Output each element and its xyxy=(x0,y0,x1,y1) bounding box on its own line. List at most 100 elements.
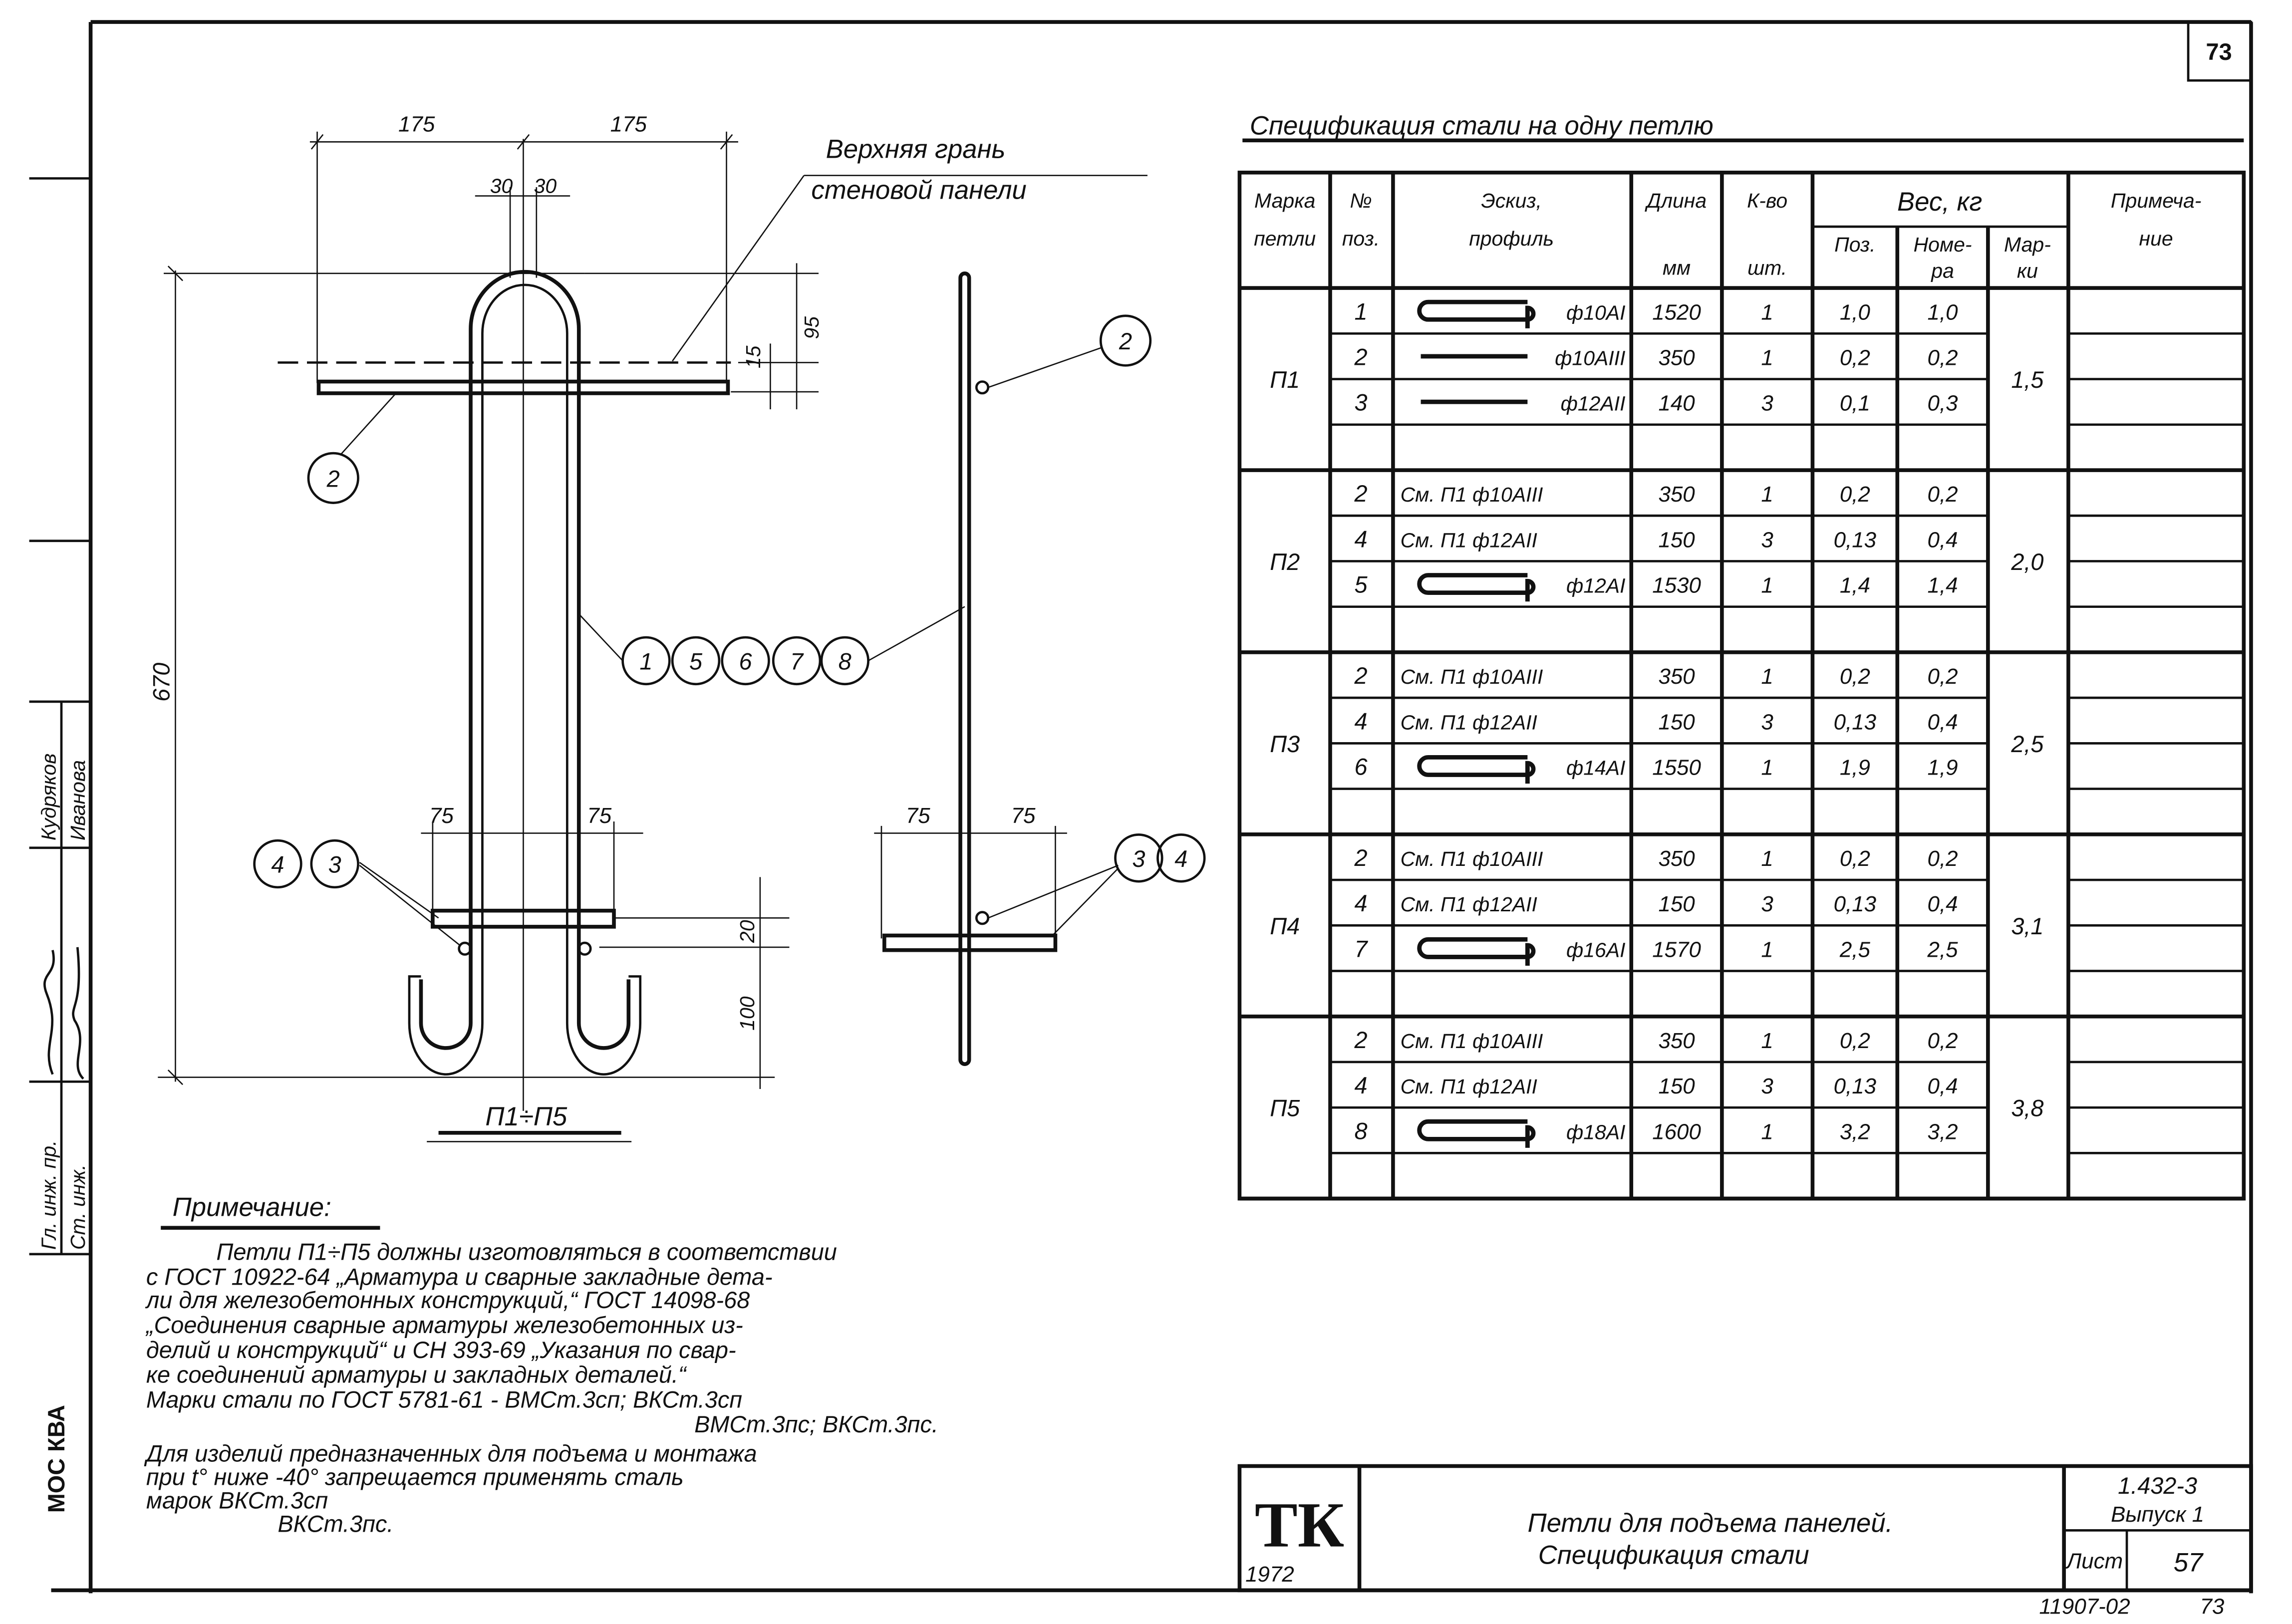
callout-loop-6: 6 xyxy=(721,636,770,686)
svg-text:5: 5 xyxy=(689,648,703,674)
weight-position: 0,13 xyxy=(1834,1074,1877,1098)
bar-length: 150 xyxy=(1658,1074,1695,1098)
stamp-name-1: Кудряков xyxy=(37,753,60,840)
note-line: ли для железобетонных конструкций,“ ГОСТ… xyxy=(145,1287,750,1313)
weight-position: 0,13 xyxy=(1834,710,1877,734)
drawing-labels: Верхняя грань стеновой панели 175 175 30… xyxy=(149,112,1036,1131)
logo-year: 1972 xyxy=(1245,1562,1294,1587)
note-line: с ГОСТ 10922-64 „Арматура и сварные закл… xyxy=(146,1264,773,1290)
mark-weight-total: 3,1 xyxy=(2011,913,2043,939)
position-callouts: 2 2 1 5 6 7 8 4 3 3 4 xyxy=(253,314,1206,889)
weight-item: 3,2 xyxy=(1928,1119,1958,1144)
header-note: ние xyxy=(2139,227,2173,250)
loop-mark: П5 xyxy=(1270,1095,1300,1121)
table-border xyxy=(1237,170,2246,1201)
bar-length: 350 xyxy=(1658,664,1695,689)
bar-quantity: 1 xyxy=(1761,846,1773,871)
header-pos: № xyxy=(1350,189,1372,212)
mark-weight-total: 2,5 xyxy=(2010,731,2044,757)
bottom-code: 11907-02 xyxy=(2039,1594,2130,1619)
sketch-reference: См. П1 ф12АII xyxy=(1401,893,1537,916)
bar-length: 350 xyxy=(1658,1029,1695,1053)
note-line: ке соединений арматуры и закладных детал… xyxy=(146,1362,687,1388)
weight-position: 3,2 xyxy=(1840,1119,1870,1144)
header-w_mark: ки xyxy=(2017,260,2038,282)
bar-quantity: 1 xyxy=(1761,937,1773,962)
bar-length: 350 xyxy=(1658,846,1695,871)
bar-length: 150 xyxy=(1658,710,1695,734)
header-weight: Вес, кг xyxy=(1897,187,1982,217)
note-line: при t° ниже -40° запрещается применять с… xyxy=(146,1464,684,1490)
loop-mark: П3 xyxy=(1270,731,1300,757)
header-length: Длина xyxy=(1645,189,1707,212)
weight-position: 0,13 xyxy=(1834,528,1877,552)
sheet-label: Лист xyxy=(2065,1549,2123,1574)
notes-section: Примечание: Петли П1÷П5 должны изготовля… xyxy=(144,1193,938,1537)
signature-1 xyxy=(43,950,55,1075)
dim-height: 670 xyxy=(149,663,175,702)
position-number: 4 xyxy=(1354,890,1367,916)
position-number: 2 xyxy=(1354,845,1367,871)
position-number: 4 xyxy=(1354,526,1367,552)
hook-sketch-icon xyxy=(1417,1119,1536,1148)
header-note: Примеча- xyxy=(2111,189,2202,212)
position-number: 4 xyxy=(1354,1073,1367,1098)
bar-profile: ф18АI xyxy=(1566,1120,1626,1143)
weight-position: 0,13 xyxy=(1834,892,1877,916)
position-number: 1 xyxy=(1354,298,1367,324)
sketch-reference: См. П1 ф10АIII xyxy=(1401,483,1543,506)
note-line: „Соединения сварные арматуры железобетон… xyxy=(145,1312,743,1338)
bar-quantity: 1 xyxy=(1761,300,1773,324)
weight-item: 0,4 xyxy=(1928,892,1958,916)
weight-item: 0,2 xyxy=(1928,1029,1958,1053)
header-length: мм xyxy=(1663,257,1691,279)
svg-text:4: 4 xyxy=(1174,846,1187,872)
dim-low-left: 75 xyxy=(429,804,454,828)
header-qty: шт. xyxy=(1747,257,1787,279)
note-line: Для изделий предназначенных для подъема … xyxy=(144,1441,757,1467)
callout-lower-right-3: 3 xyxy=(1114,833,1163,883)
panel-note-line1: Верхняя грань xyxy=(826,134,1006,164)
weight-position: 1,4 xyxy=(1840,573,1870,598)
callout-lower-left-3: 3 xyxy=(310,839,359,889)
loop-front-view xyxy=(158,131,1147,1142)
panel-note-line2: стеновой панели xyxy=(811,175,1026,205)
loop-mark: П4 xyxy=(1270,913,1300,939)
bar-profile: ф10АIII xyxy=(1555,347,1625,370)
hook-sketch-icon xyxy=(1417,299,1536,328)
header-mark: петли xyxy=(1254,227,1316,250)
weight-position: 2,5 xyxy=(1839,937,1871,962)
bar-quantity: 1 xyxy=(1761,756,1773,780)
bar-length: 1600 xyxy=(1652,1119,1701,1144)
position-number: 2 xyxy=(1354,344,1367,370)
sketch-reference: См. П1 ф10АIII xyxy=(1401,665,1543,688)
title-block: ТК 1972 Петли для подъема панелей. Специ… xyxy=(1237,1464,2253,1593)
dim-gap-right: 30 xyxy=(534,175,557,198)
series-number: 1.432-3 xyxy=(2118,1473,2197,1499)
hook-sketch-icon xyxy=(1417,937,1536,966)
position-number: 8 xyxy=(1354,1118,1367,1144)
loop-mark: П1 xyxy=(1270,367,1300,393)
dim-gap-left: 30 xyxy=(490,175,513,198)
weight-position: 1,9 xyxy=(1840,756,1870,780)
position-number: 2 xyxy=(1354,1027,1367,1053)
bar-quantity: 1 xyxy=(1761,1029,1773,1053)
note-line: делий и конструкций“ и СН 393-69 „Указан… xyxy=(146,1337,736,1363)
header-sketch: Эскиз, xyxy=(1481,189,1542,212)
page-number: 73 xyxy=(2206,39,2232,65)
sketch-reference: См. П1 ф10АIII xyxy=(1401,847,1543,870)
weight-position: 0,2 xyxy=(1840,346,1870,370)
svg-text:8: 8 xyxy=(839,648,852,674)
dim-95: 95 xyxy=(800,316,823,339)
svg-text:2: 2 xyxy=(1119,328,1132,354)
dim-side-left: 75 xyxy=(906,804,930,828)
bar-length: 1520 xyxy=(1652,300,1701,324)
weight-item: 1,9 xyxy=(1928,756,1958,780)
header-w_item: ра xyxy=(1930,260,1954,282)
weight-item: 1,4 xyxy=(1928,573,1958,598)
weight-position: 0,2 xyxy=(1840,482,1870,507)
bar-length: 350 xyxy=(1658,482,1695,507)
sketch-reference: См. П1 ф12АII xyxy=(1401,711,1537,734)
callout-top-bar: 2 xyxy=(307,452,359,504)
